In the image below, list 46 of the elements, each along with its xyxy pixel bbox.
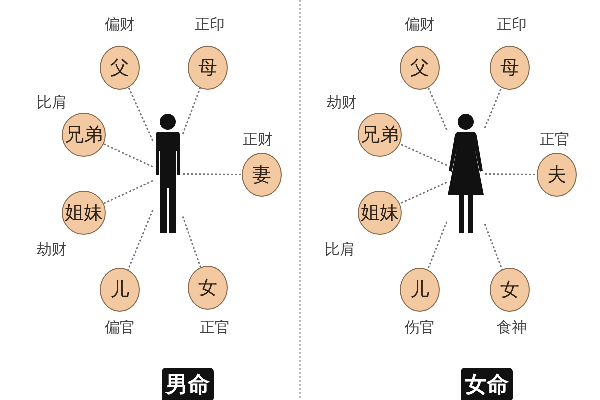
- relation-circle: 兄弟: [358, 113, 402, 157]
- connector-line: [182, 88, 201, 135]
- connector-line: [104, 144, 154, 168]
- connector-line: [485, 173, 537, 176]
- connector-line: [484, 224, 503, 270]
- relation-circle: 儿: [100, 268, 140, 312]
- relation-circle: 妻: [242, 153, 282, 197]
- title-tag: 男命: [162, 368, 214, 400]
- caption-text: 偏财: [405, 16, 435, 34]
- connector-line: [400, 182, 448, 205]
- relation-circle: 儿: [400, 268, 440, 312]
- caption-text: 偏财: [105, 16, 135, 34]
- relation-circle: 兄弟: [62, 113, 106, 157]
- relation-circle: 母: [490, 46, 530, 90]
- relation-circle: 女: [188, 266, 228, 310]
- connector-line: [400, 143, 448, 166]
- caption-text: 正印: [195, 16, 225, 34]
- caption-text: 偏官: [105, 318, 135, 338]
- connector-line: [128, 87, 154, 142]
- relation-circle: 父: [400, 46, 440, 90]
- relation-circle: 女: [490, 268, 530, 312]
- caption-text: 比肩: [325, 240, 355, 260]
- relation-circle: 姐妹: [62, 191, 106, 235]
- connector-line: [182, 216, 202, 268]
- caption-text: 正财: [243, 130, 273, 150]
- caption-text: 正官: [200, 318, 230, 338]
- caption-text: 正印: [497, 16, 527, 34]
- title-tag: 女命: [461, 368, 513, 400]
- woman-figure: [447, 113, 485, 235]
- connector-line: [428, 88, 448, 130]
- caption-text: 食神: [497, 318, 527, 338]
- connector-line: [484, 88, 502, 128]
- caption-text: 劫财: [327, 94, 357, 112]
- connector-line: [183, 173, 242, 176]
- relation-circle: 夫: [537, 153, 577, 197]
- relation-circle: 父: [100, 46, 140, 90]
- connector-line: [427, 222, 448, 270]
- caption-text: 伤官: [405, 318, 435, 338]
- caption-text: 比肩: [37, 94, 67, 112]
- relation-circle: 姐妹: [358, 191, 402, 235]
- caption-text: 正官: [540, 130, 570, 150]
- relation-circle: 母: [188, 46, 228, 90]
- connector-line: [128, 210, 154, 270]
- caption-text: 劫财: [37, 240, 67, 260]
- connector-line: [104, 180, 154, 204]
- man-figure: [153, 113, 183, 235]
